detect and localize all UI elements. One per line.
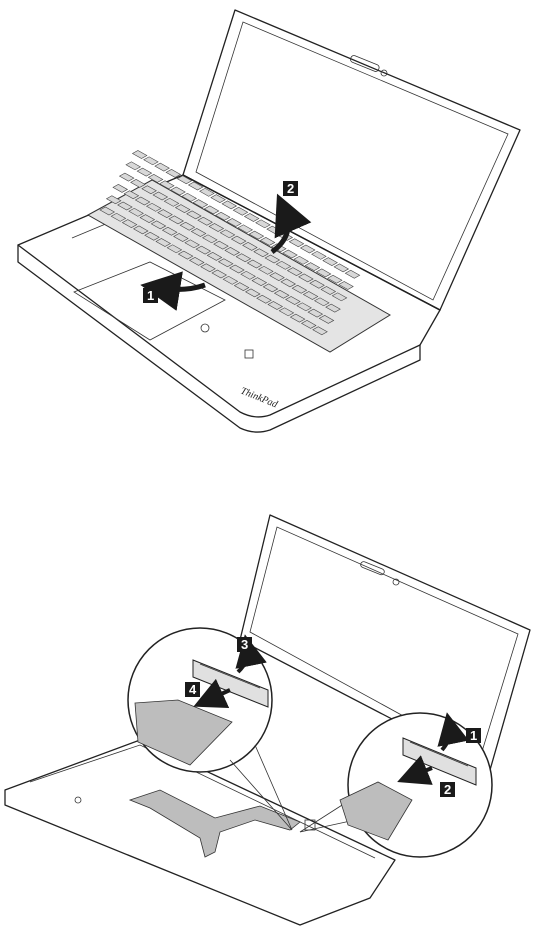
callout-3: 3 — [237, 637, 252, 652]
keyboard-key — [301, 245, 315, 253]
keyboard-key — [312, 251, 326, 259]
bottom-laptop-illustration: 3 4 1 2 — [5, 515, 530, 925]
callout-2-bottom: 2 — [440, 782, 455, 797]
keyboard-key — [155, 163, 169, 171]
keyboard-key — [345, 270, 359, 278]
svg-text:1: 1 — [147, 288, 154, 303]
callout-1-top: 1 — [143, 288, 158, 303]
svg-text:1: 1 — [470, 728, 477, 743]
keyboard-key — [267, 226, 281, 234]
keyboard — [88, 151, 390, 353]
svg-text:2: 2 — [287, 181, 294, 196]
keyboard-key — [334, 264, 348, 272]
keyboard-key — [144, 157, 158, 165]
arrow-slide — [160, 285, 205, 289]
keyboard-key — [126, 162, 140, 170]
keyboard-key — [137, 168, 151, 176]
svg-text:3: 3 — [241, 637, 248, 652]
keyboard-key — [113, 184, 127, 192]
brand-logo: ThinkPad — [239, 386, 280, 411]
keyboard-cable — [130, 790, 300, 857]
keyboard-key — [289, 239, 303, 247]
keyboard-key — [245, 214, 259, 222]
callout-4: 4 — [185, 682, 200, 697]
keyboard-key — [133, 151, 147, 159]
top-laptop-illustration: ThinkPad 1 2 — [18, 10, 520, 432]
keyboard-key — [189, 182, 203, 190]
keyboard-key — [166, 169, 180, 177]
callout-2-top: 2 — [283, 181, 298, 196]
svg-text:2: 2 — [444, 782, 451, 797]
svg-text:4: 4 — [189, 682, 197, 697]
callout-1-bottom: 1 — [466, 728, 481, 743]
keyboard-key — [120, 173, 134, 181]
keyboard-key — [323, 258, 337, 266]
keyboard-key — [256, 220, 270, 228]
